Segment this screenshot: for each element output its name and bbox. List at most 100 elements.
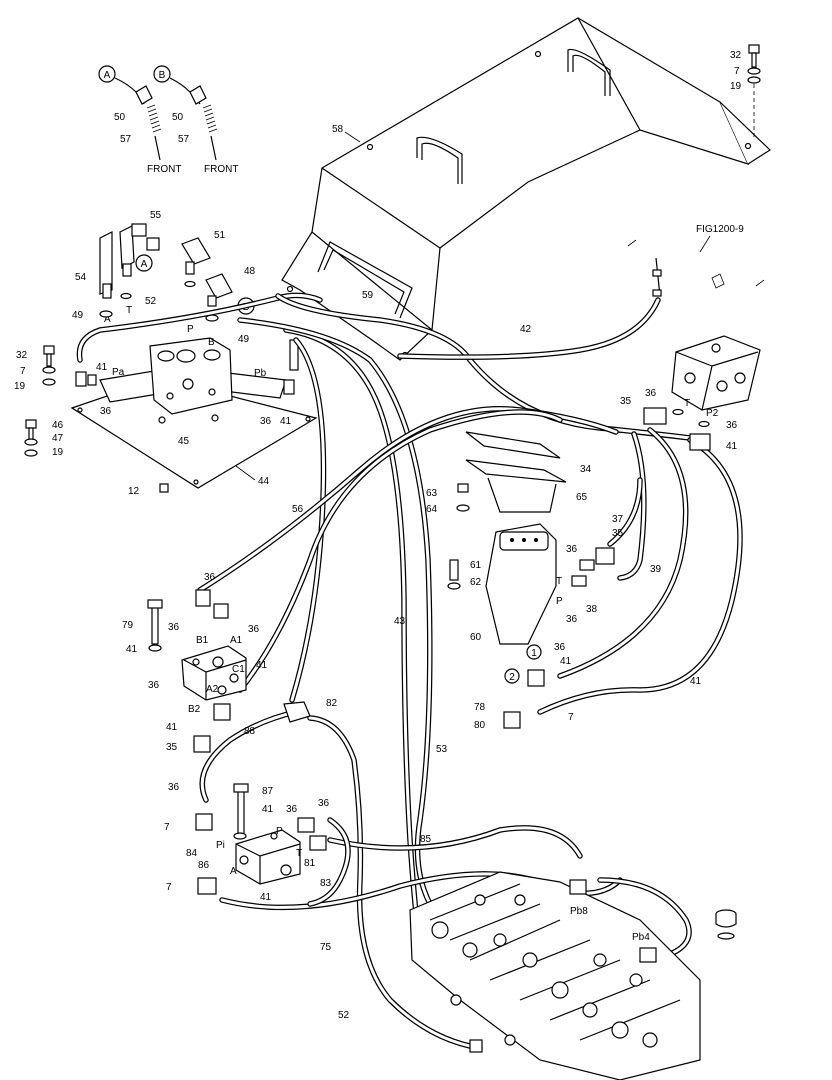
pn-81: 41 — [260, 892, 272, 903]
pn-52: 52 — [145, 296, 157, 307]
valve-block-81: 87 41 41 Pi A P T 36 36 81 84 86 7 7 — [164, 783, 330, 903]
pn-41-79a: 36 — [204, 572, 216, 583]
shuttle-block-p2: 35 36 T P2 36 41 — [620, 335, 761, 452]
pn-41-right: 41 — [280, 416, 292, 427]
label-pi: Pi — [216, 840, 225, 851]
label-a1: A1 — [230, 635, 243, 646]
pn-54: 54 — [75, 272, 87, 283]
label-pa: Pa — [112, 367, 125, 378]
label-port-b: B — [208, 337, 215, 348]
pn-41-79d: 35 — [166, 742, 178, 753]
label-a-81: A — [230, 866, 237, 877]
pn-88: 36 — [168, 782, 180, 793]
label-port-p: P — [187, 324, 194, 335]
pn-82: 87 — [262, 786, 274, 797]
bolt-set-top-right: 32 7 19 — [730, 44, 761, 140]
main-control-valve: Pb8 Pb4 — [409, 871, 701, 1080]
pn-46: 46 — [52, 420, 64, 431]
pn-55: 55 — [150, 210, 162, 221]
pn-47: 47 — [52, 433, 64, 444]
pn-78: 7 — [568, 712, 574, 723]
hose-end-a: A 50 57 FRONT — [98, 65, 181, 175]
pn-41-p2: 41 — [726, 441, 738, 452]
pn-83: 75 — [320, 942, 332, 953]
front-label-b: FRONT — [204, 164, 238, 175]
pn-41-val-c: 41 — [560, 656, 572, 667]
cap-75 — [715, 909, 737, 940]
pn-51: 51 — [214, 230, 226, 241]
pn-35-val: 35 — [612, 528, 624, 539]
pn-36-81b: 84 — [186, 848, 198, 859]
pn-36-79c: 41 — [256, 660, 268, 671]
pn-36-p2b: 36 — [726, 420, 738, 431]
pn-36-val-a: 36 — [566, 544, 578, 555]
pn-62: 62 — [470, 577, 482, 588]
pn-7-left: 7 — [20, 366, 26, 377]
label-b1: B1 — [196, 635, 209, 646]
pn-60: 60 — [470, 632, 482, 643]
pn-49-left: 49 — [72, 310, 84, 321]
pn-35-p2: 35 — [620, 396, 632, 407]
pn-50-b: 50 — [172, 112, 184, 123]
pn-42: 56 — [292, 504, 304, 515]
pn-84: 83 — [320, 878, 332, 889]
pn-65: 65 — [576, 492, 588, 503]
pn-36-79b: 36 — [248, 624, 260, 635]
callout-b-top: B — [159, 70, 166, 81]
pn-86: 85 — [420, 834, 432, 845]
pn-77: 41 — [690, 676, 702, 687]
pn-36-81c: 86 — [198, 860, 210, 871]
label-p-81: P — [276, 826, 283, 837]
pn-38: 38 — [586, 604, 598, 615]
label-p-valve: P — [556, 596, 563, 607]
bolt-set-left-upper: 32 7 19 — [14, 345, 56, 392]
pn-64: 64 — [426, 504, 438, 515]
cover-58: 58 59 — [281, 17, 771, 361]
pn-41-81c: 7 — [166, 882, 172, 893]
valve-block-79: 79 41 36 36 36 36 B1 A1 C1 A2 B2 41 41 3… — [122, 572, 338, 753]
pn-63: 63 — [426, 488, 438, 499]
pipe-fig1200-9: FIG1200-9 — [605, 177, 817, 351]
pn-36-79a: 36 — [168, 622, 180, 633]
pn-41-81b: 7 — [164, 822, 170, 833]
callout-1: 1 — [531, 648, 537, 659]
fig-ref-label: FIG1200-9 — [696, 224, 744, 235]
pilot-valve-45: 45 Pa Pb A P B T — [99, 305, 287, 447]
label-p2: P2 — [706, 408, 719, 419]
pn-79: 36 — [148, 680, 160, 691]
pn-19-lower: 19 — [52, 447, 64, 458]
pn-48: 48 — [244, 266, 256, 277]
pn-43: 43 — [394, 616, 406, 627]
label-t-p2: T — [684, 398, 690, 409]
label-port-t: T — [126, 305, 132, 316]
pn-59: 59 — [362, 290, 374, 301]
label-pb: Pb — [254, 368, 267, 379]
pn-36-79d: 41 — [166, 722, 178, 733]
front-label-a: FRONT — [147, 164, 181, 175]
pn-61: 61 — [470, 560, 482, 571]
pn-19-left: 19 — [14, 381, 26, 392]
callout-a-top: A — [104, 70, 111, 81]
pn-53: 53 — [436, 744, 448, 755]
pn-58: 58 — [332, 124, 344, 135]
pn-7-tr: 7 — [734, 66, 740, 77]
elbow-fittings-51-48: B 51 48 49 — [181, 230, 256, 345]
label-pb8: Pb8 — [570, 906, 588, 917]
pn-41-val-d: 80 — [474, 720, 486, 731]
pn-36-val-c: 36 — [554, 642, 566, 653]
label-pb4: Pb4 — [632, 932, 650, 943]
label-a2: A2 — [206, 684, 219, 695]
callout-a-valve: A — [141, 259, 148, 270]
pn-32-tr: 32 — [730, 50, 742, 61]
elbow-fittings-54-55: A 55 54 52 49 — [72, 210, 162, 321]
pn-7-81: 41 — [262, 804, 274, 815]
pn-19-tr: 19 — [730, 81, 742, 92]
pn-36-val-d: 78 — [474, 702, 486, 713]
pn-45: 45 — [178, 436, 190, 447]
bolt-set-left-lower: 46 47 19 — [24, 419, 64, 458]
pn-39: 39 — [650, 564, 662, 575]
pn-35-79: 82 — [326, 698, 338, 709]
label-port-a: A — [104, 314, 111, 325]
callout-2: 2 — [509, 672, 515, 683]
